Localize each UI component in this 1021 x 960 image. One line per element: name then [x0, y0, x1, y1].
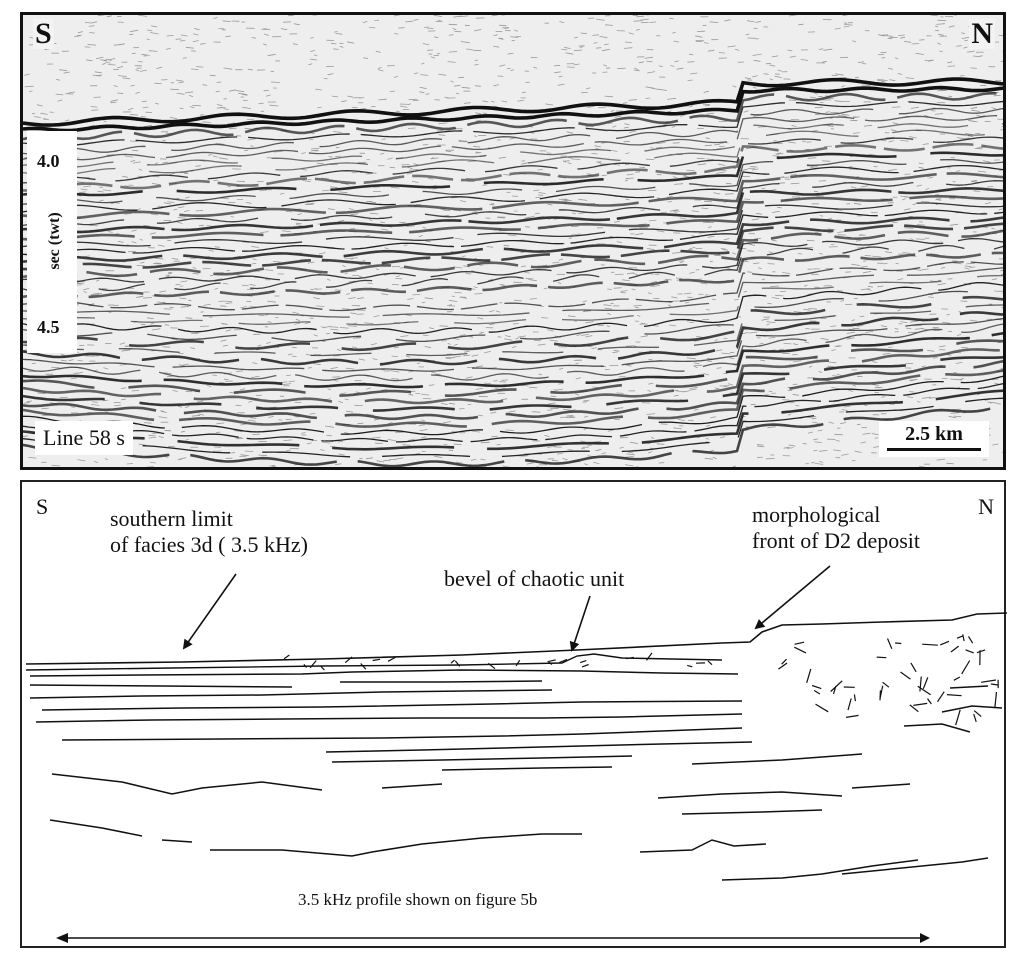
chaotic-unit-dashes: [283, 634, 999, 726]
seismic-section-panel: S N 4.0 sec (twt) 4.5 Line 58 s 2.5 km: [20, 12, 1006, 470]
reflector-line: [691, 753, 863, 765]
reflector-line: [841, 857, 989, 875]
reflector-line: [657, 791, 843, 799]
reflector-line: [949, 685, 989, 689]
scale-bar-box: 2.5 km: [879, 421, 989, 457]
southern-limit-annotation: southern limit of facies 3d ( 3.5 kHz): [110, 506, 308, 559]
scale-bar-label: 2.5 km: [905, 423, 963, 445]
southern-limit-line-1: southern limit: [110, 506, 233, 531]
reflector-line: [29, 684, 293, 688]
seismic-south-label: S: [33, 17, 54, 50]
southern-limit-line-2: of facies 3d ( 3.5 kHz): [110, 532, 308, 558]
bevel-annotation: bevel of chaotic unit: [444, 566, 625, 591]
profile-extent-note: 3.5 kHz profile shown on figure 5b: [298, 890, 538, 909]
reflector-line: [331, 755, 633, 763]
reflector-line: [681, 809, 823, 815]
reflector-line: [29, 689, 553, 699]
southern-limit-arrow: [182, 573, 237, 650]
reflector-line: [61, 727, 743, 741]
reflector-line: [49, 819, 143, 837]
interpretation-south-label: S: [36, 494, 49, 519]
reflector-line: [210, 833, 582, 857]
front-arrow: [754, 565, 831, 630]
reflector-line: [51, 773, 323, 795]
bevel-arrow: [569, 595, 591, 652]
reflector-line: [41, 700, 743, 711]
interpretation-drawing: [25, 565, 1008, 943]
reflector-line: [851, 783, 911, 789]
reflector-line: [340, 680, 543, 683]
interpretation-north-label: N: [978, 494, 994, 519]
reflector-line: [325, 741, 753, 753]
scale-bar: [887, 448, 981, 451]
reflector-line: [29, 669, 739, 677]
reflector-line: [161, 839, 193, 843]
time-axis: 4.0 sec (twt) 4.5: [27, 131, 77, 353]
reflector-line: [903, 723, 971, 733]
axis-unit-label: sec (twt): [46, 212, 63, 270]
seismic-reflections: [23, 15, 1003, 467]
interpretation-panel: S N southern limit of facies 3d ( 3.5 kH…: [20, 480, 1008, 948]
reflector-line: [639, 839, 767, 853]
front-line-2: front of D2 deposit: [752, 528, 921, 554]
tick-label-4-0: 4.0: [37, 151, 60, 171]
seafloor-reflector: [25, 612, 1008, 665]
tick-label-4-5: 4.5: [37, 317, 60, 337]
morphological-front-annotation: morphological front of D2 deposit: [752, 502, 920, 555]
line-name-label: Line 58 s: [35, 421, 133, 455]
reflector-line: [381, 783, 443, 789]
reflector-line: [35, 713, 743, 723]
lower-seafloor-trace: [25, 653, 723, 671]
reflector-line: [941, 705, 1003, 713]
reflector-line: [721, 859, 919, 881]
front-line-1: morphological: [752, 502, 881, 527]
reflector-line: [441, 766, 613, 771]
seismic-north-label: N: [969, 17, 995, 50]
